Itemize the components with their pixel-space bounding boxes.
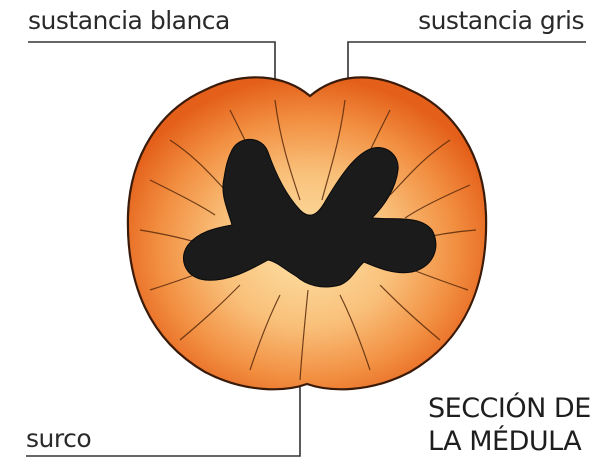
diagram-title: SECCIÓN DE LA MÉDULA xyxy=(428,392,591,458)
label-sulcus: surco xyxy=(26,424,92,453)
title-line-2: LA MÉDULA xyxy=(428,426,582,457)
label-white-matter: sustancia blanca xyxy=(28,6,230,35)
leader-white-matter xyxy=(28,41,276,96)
title-line-1: SECCIÓN DE xyxy=(428,393,591,424)
label-grey-matter: sustancia gris xyxy=(418,6,584,35)
grey-matter-section xyxy=(183,138,437,288)
